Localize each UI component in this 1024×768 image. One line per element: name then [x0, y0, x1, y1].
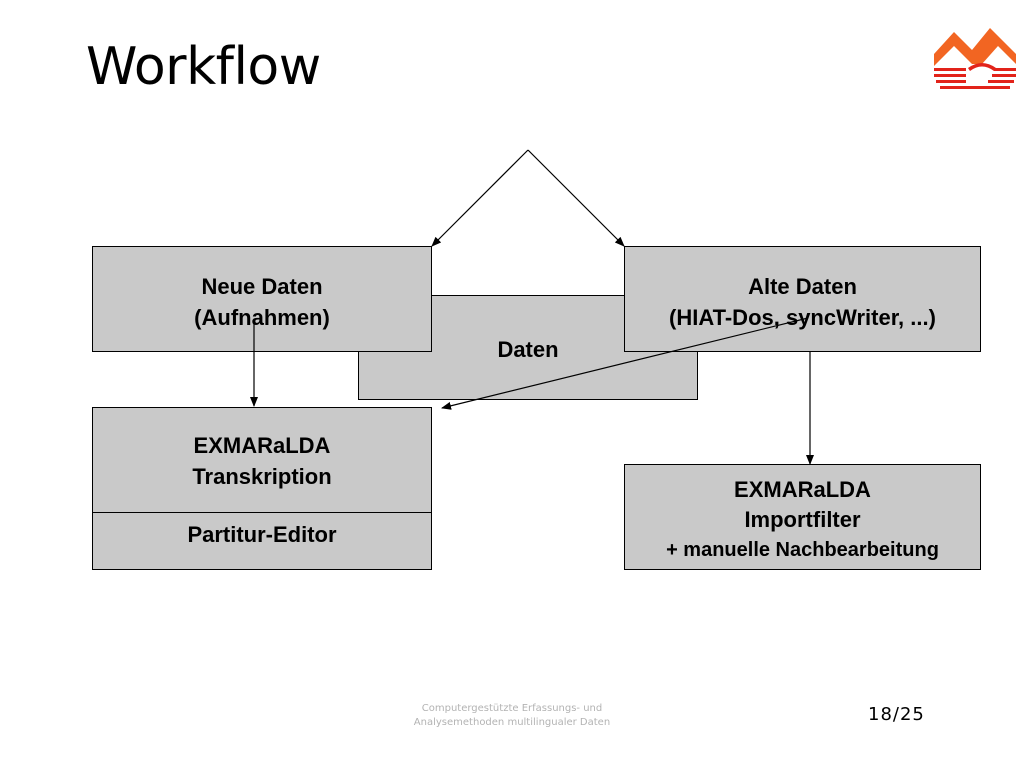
importfilter-label-2: Importfilter	[744, 507, 861, 532]
neue-daten-sublabel: (Aufnahmen)	[194, 305, 330, 330]
split-arrow-left	[431, 149, 529, 247]
footer-line-1: Computergestützte Erfassungs- und	[421, 703, 603, 714]
footer-course-title: Computergestützte Erfassungs- und Analys…	[380, 702, 644, 730]
alte-daten-label: Alte Daten	[748, 274, 857, 299]
slide-title: Workflow	[86, 37, 321, 97]
importfilter-box: EXMARaLDA Importfilter + manuelle Nachbe…	[624, 464, 981, 570]
page-number: 18/25	[868, 704, 925, 725]
university-logo-icon	[934, 28, 1016, 89]
split-arrow-right	[527, 149, 625, 247]
transkription-box: EXMARaLDA Transkription	[92, 407, 432, 513]
footer-line-2: Analysemethoden multilingualer Daten	[413, 717, 611, 728]
alte-daten-box: Alte Daten (HIAT-Dos, syncWriter, ...)	[624, 246, 981, 352]
alte-daten-sublabel: (HIAT-Dos, syncWriter, ...)	[669, 305, 936, 330]
importfilter-label-3: + manuelle Nachbearbeitung	[666, 539, 939, 561]
transkription-label-1: EXMARaLDA	[193, 433, 331, 458]
neue-daten-label: Neue Daten	[201, 274, 323, 299]
partitur-editor-label: Partitur-Editor	[187, 522, 337, 547]
neue-daten-box: Neue Daten (Aufnahmen)	[92, 246, 432, 352]
partitur-editor-box: Partitur-Editor	[92, 512, 432, 570]
importfilter-label-1: EXMARaLDA	[734, 477, 871, 502]
transkription-label-2: Transkription	[192, 464, 332, 489]
